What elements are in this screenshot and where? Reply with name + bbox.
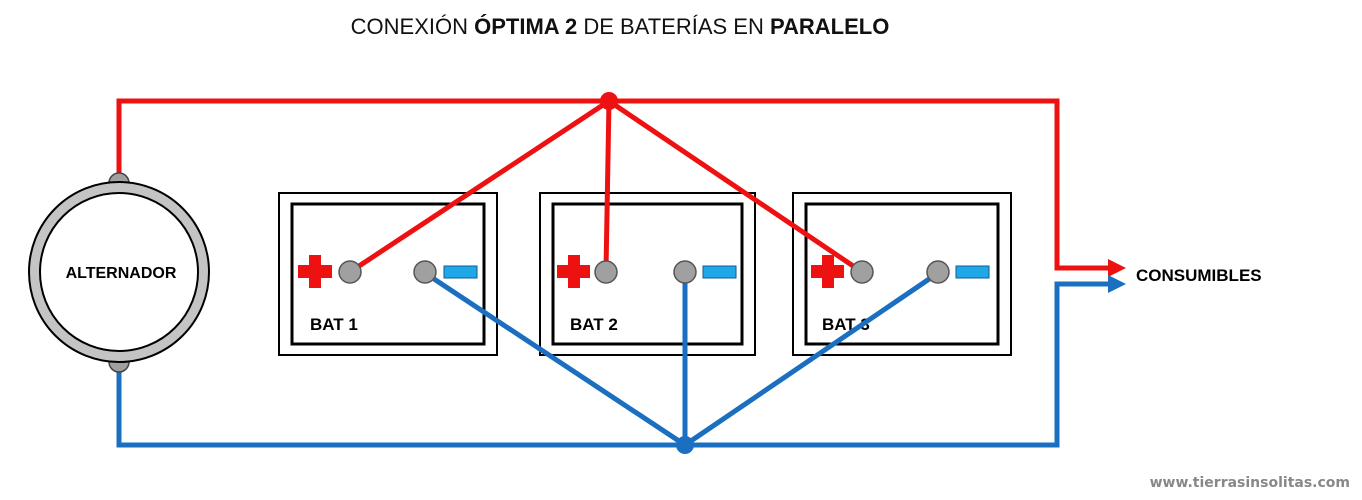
alternator-body	[39, 192, 199, 352]
positive-wiring	[116, 98, 1110, 275]
positive-output-arrow	[1108, 259, 1126, 277]
plus-icon	[298, 255, 332, 288]
battery-2-positive-terminal	[594, 260, 618, 284]
title-part-3: DE BATERÍAS EN	[577, 14, 770, 39]
battery-2-label: BAT 2	[570, 315, 618, 334]
minus-icon	[955, 265, 990, 279]
negative-wiring	[116, 270, 1110, 448]
battery-2-terminals	[557, 255, 737, 288]
battery-3-terminals	[811, 255, 990, 288]
title-part-4: PARALELO	[770, 14, 889, 39]
minus-icon	[443, 265, 478, 279]
battery-3-positive-terminal	[850, 260, 874, 284]
minus-icon	[702, 265, 737, 279]
positive-wire-battery-1	[348, 98, 611, 275]
plus-icon	[811, 255, 844, 288]
battery-1-label: BAT 1	[310, 315, 358, 334]
title-part-1: CONEXIÓN	[351, 14, 474, 39]
negative-junction-node	[676, 436, 694, 454]
positive-wire-battery-3	[607, 98, 864, 275]
negative-wire-battery-3	[683, 270, 940, 448]
output-label: CONSUMIBLES	[1136, 266, 1262, 285]
positive-main-wire	[116, 98, 1110, 271]
negative-output-arrow	[1108, 275, 1126, 293]
positive-wire-battery-2	[603, 100, 612, 271]
website-watermark: www.tierrasinsolitas.com	[1150, 475, 1350, 491]
negative-main-wire	[116, 281, 1110, 448]
title-part-2: ÓPTIMA 2	[474, 14, 577, 39]
alternator-label: ALTERNADOR	[66, 265, 177, 282]
positive-junction-node	[600, 92, 618, 110]
battery-3-negative-terminal	[926, 260, 950, 284]
diagram-title: CONEXIÓN ÓPTIMA 2 DE BATERÍAS EN PARALEL…	[351, 14, 890, 39]
alternator: ALTERNADOR	[28, 172, 210, 373]
plus-icon	[557, 255, 590, 288]
battery-1-negative-terminal	[413, 260, 437, 284]
battery-2-negative-terminal	[673, 260, 697, 284]
battery-1-positive-terminal	[338, 260, 362, 284]
battery-1-terminals	[298, 255, 478, 288]
negative-wire-battery-1	[423, 270, 687, 448]
